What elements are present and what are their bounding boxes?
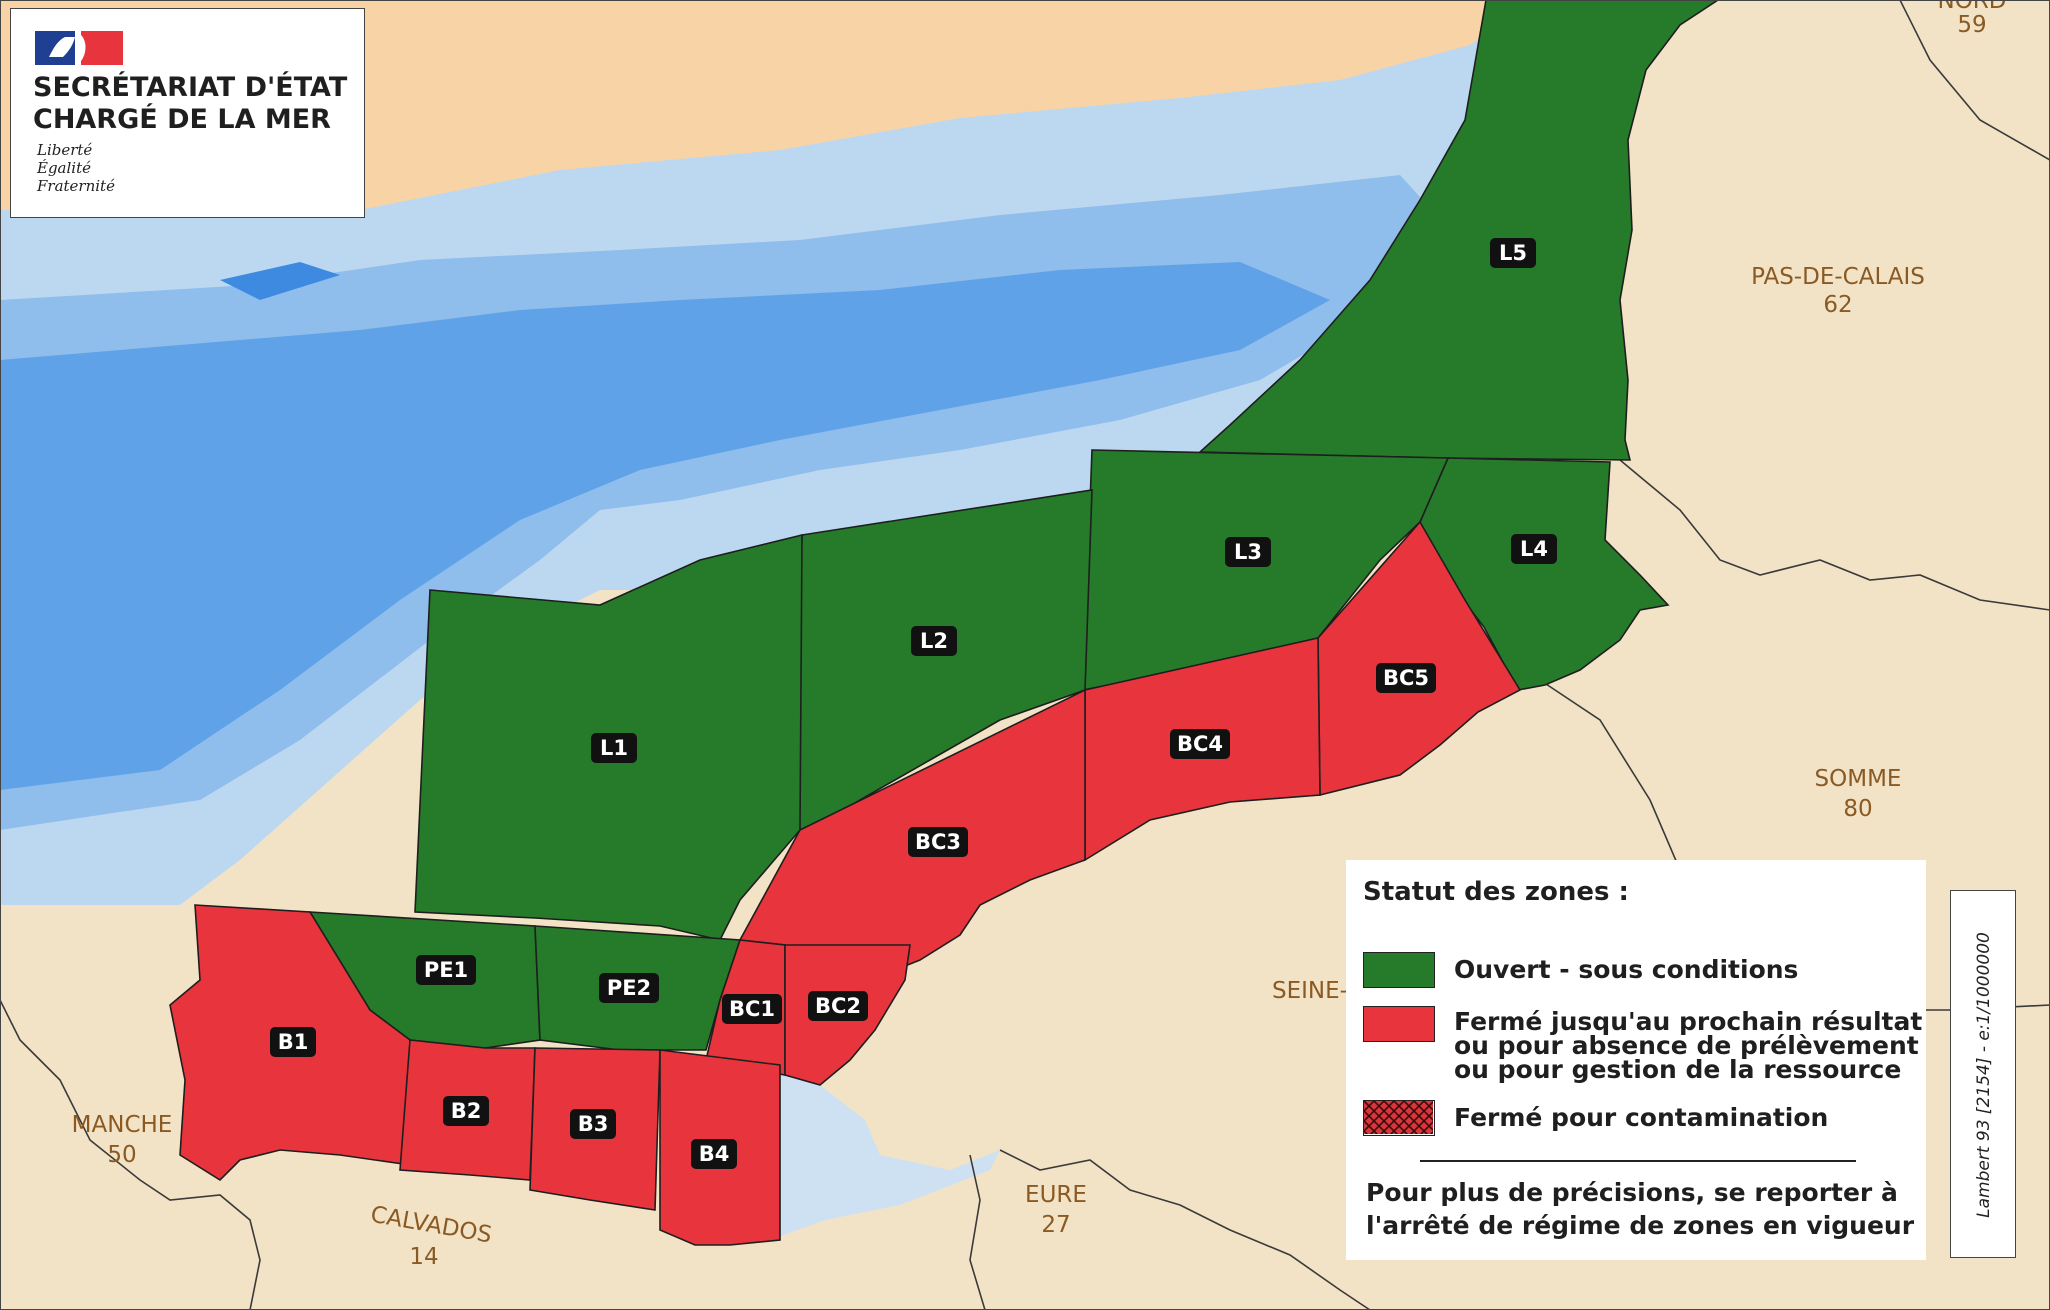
svg-text:BC2: BC2 [815, 994, 861, 1018]
legend-divider [1420, 1160, 1856, 1162]
svg-text:BC3: BC3 [915, 830, 961, 854]
dept-eure-number: 27 [1041, 1212, 1070, 1238]
dept-somme-number: 80 [1843, 796, 1872, 822]
legend-swatch-contamination [1363, 1100, 1435, 1136]
zone-L5[interactable] [1197, 0, 1720, 461]
boundary-76-27 [999, 1149, 1371, 1310]
zone-label-l5: L5 [1490, 238, 1536, 268]
zone-label-b2: B2 [443, 1096, 489, 1126]
zone-label-l1: L1 [591, 733, 637, 763]
legend-label-contamination: Fermé pour contamination [1454, 1103, 1829, 1132]
zone-label-l2: L2 [911, 626, 957, 656]
dept-manche-name: MANCHE [72, 1112, 173, 1138]
dept-eure-name: EURE [1025, 1182, 1087, 1208]
zone-label-bc4: BC4 [1170, 729, 1230, 759]
svg-text:B2: B2 [451, 1099, 482, 1123]
boundary-62-59 [1899, 0, 2050, 161]
legend-label-open: Ouvert - sous conditions [1454, 955, 1799, 984]
dept-somme-name: SOMME [1815, 766, 1902, 792]
boundary-27-14 [969, 1154, 986, 1310]
svg-text:L2: L2 [920, 629, 948, 653]
legend-note-line1: Pour plus de précisions, se reporter à [1366, 1178, 1898, 1207]
boundary-14-50 [0, 999, 261, 1310]
zone-label-bc5: BC5 [1376, 663, 1436, 693]
english-coast [0, 0, 1560, 250]
zone-label-bc1: BC1 [722, 994, 782, 1024]
legend-swatch-closed [1363, 1006, 1435, 1042]
logo-block: SECRÉTARIAT D'ÉTAT CHARGÉ DE LA MER Libe… [10, 8, 365, 218]
motto-egalite: Égalité [37, 159, 91, 177]
zone-label-bc2: BC2 [808, 991, 868, 1021]
logo-title-line1: SECRÉTARIAT D'ÉTAT [33, 72, 348, 103]
zone-BC5[interactable] [1317, 520, 1522, 797]
svg-text:B1: B1 [278, 1030, 309, 1054]
dept-seine-name: SEINE- [1272, 978, 1348, 1004]
svg-text:B4: B4 [699, 1142, 730, 1166]
zone-label-b4: B4 [691, 1139, 737, 1169]
svg-text:L4: L4 [1520, 537, 1548, 561]
zone-label-l4: L4 [1511, 534, 1557, 564]
legend-swatch-open [1363, 952, 1435, 988]
legend-title: Statut des zones : [1363, 877, 1629, 907]
svg-text:BC5: BC5 [1383, 666, 1429, 690]
dept-manche-number: 50 [107, 1142, 136, 1168]
svg-text:PE1: PE1 [424, 958, 468, 982]
dept-pas-de-calais-name: PAS-DE-CALAIS [1751, 264, 1925, 290]
dept-nord-number: 59 [1957, 12, 1986, 38]
legend-label-closed-3: ou pour gestion de la ressource [1454, 1055, 1902, 1084]
legend: Statut des zones : Ouvert - sous conditi… [1346, 860, 1926, 1260]
motto-fraternite: Fraternité [37, 177, 115, 195]
zone-label-l3: L3 [1225, 537, 1271, 567]
sea-deep [0, 262, 1330, 790]
zone-label-bc3: BC3 [908, 827, 968, 857]
dept-pas-de-calais-number: 62 [1823, 292, 1852, 318]
legend-note-line2: l'arrêté de régime de zones en vigueur [1366, 1211, 1915, 1240]
svg-text:L1: L1 [600, 736, 628, 760]
legend-note: Pour plus de précisions, se reporter à l… [1366, 1176, 1914, 1242]
legend-label-closed-1: Fermé jusqu'au prochain résultat [1454, 1007, 1923, 1036]
svg-text:L5: L5 [1499, 241, 1527, 265]
seine-estuary [770, 1075, 1000, 1240]
boundary-62-80 [1619, 459, 2050, 611]
legend-label-closed-2: ou pour absence de prélèvement [1454, 1031, 1919, 1060]
svg-text:B3: B3 [578, 1112, 609, 1136]
zone-label-b1: B1 [270, 1027, 316, 1057]
sea-trench [220, 262, 340, 300]
marianne-logo [35, 31, 123, 65]
svg-text:BC1: BC1 [729, 997, 775, 1021]
svg-text:L3: L3 [1234, 540, 1262, 564]
projection-box: Lambert 93 [2154] - e:1/1000000 [1950, 890, 2016, 1258]
dept-nord-name: NORD [1938, 0, 2007, 14]
dept-calvados-number: 14 [409, 1244, 438, 1270]
zone-label-pe1: PE1 [416, 955, 476, 985]
svg-text:PE2: PE2 [607, 976, 651, 1000]
logo-title-line2: CHARGÉ DE LA MER [33, 104, 331, 135]
zone-label-pe2: PE2 [599, 973, 659, 1003]
zone-label-b3: B3 [570, 1109, 616, 1139]
motto-liberte: Liberté [37, 141, 93, 159]
projection-label: Lambert 93 [2154] - e:1/1000000 [1974, 932, 1994, 1218]
svg-text:BC4: BC4 [1177, 732, 1223, 756]
